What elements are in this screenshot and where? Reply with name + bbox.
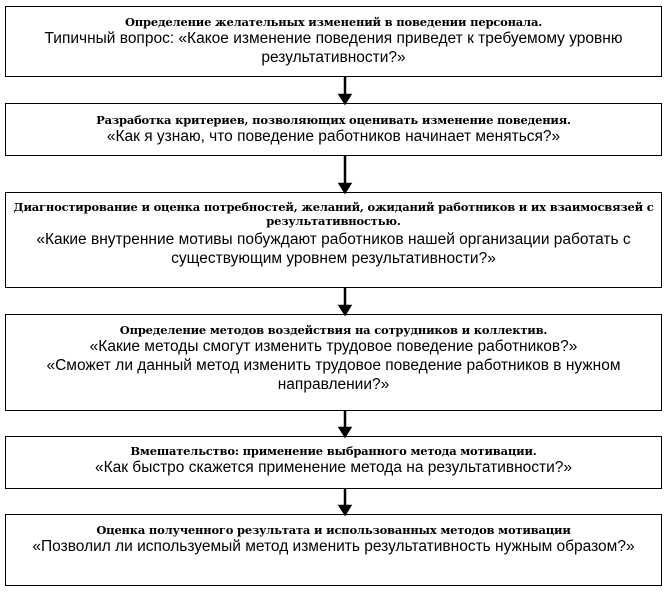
step-question: «Какие внутренние мотивы побуждают работ…: [36, 231, 631, 267]
arrow-1-head: [337, 93, 353, 106]
step-question-secondary: «Сможет ли данный метод изменить трудово…: [46, 357, 621, 393]
step-question: «Какие методы смогут изменить трудовое п…: [89, 338, 578, 355]
step-box-evaluation: Оценка полученного результата и использо…: [5, 514, 662, 586]
step-title: Определение желательных изменений в пове…: [124, 15, 543, 29]
step-question: Типичный вопрос: «Какое изменение поведе…: [44, 30, 623, 66]
step-box-diagnosis: Диагностирование и оценка потребностей, …: [5, 192, 662, 288]
step-title: Оценка полученного результата и использо…: [96, 523, 571, 537]
arrow-5-head: [337, 504, 353, 517]
arrow-3-head: [337, 304, 353, 317]
step-box-methods: Определение методов воздействия на сотру…: [5, 314, 662, 411]
step-question: «Как я узнаю, что поведение работников н…: [106, 128, 561, 145]
step-box-criteria: Разработка критериев, позволяющих оценив…: [5, 103, 662, 156]
step-title: Вмешательство: применение выбранного мет…: [130, 444, 537, 458]
step-box-behavior-change: Определение желательных изменений в пове…: [5, 6, 662, 77]
step-question: «Позволил ли используемый метод изменить…: [32, 538, 635, 555]
step-title: Диагностирование и оценка потребностей, …: [13, 200, 654, 228]
arrow-2-head: [337, 182, 353, 195]
step-title: Разработка критериев, позволяющих оценив…: [96, 113, 571, 127]
step-title: Определение методов воздействия на сотру…: [119, 323, 548, 337]
step-question: «Как быстро скажется применение метода н…: [94, 459, 573, 476]
step-box-intervention: Вмешательство: применение выбранного мет…: [5, 436, 662, 489]
arrow-4-head: [337, 426, 353, 439]
